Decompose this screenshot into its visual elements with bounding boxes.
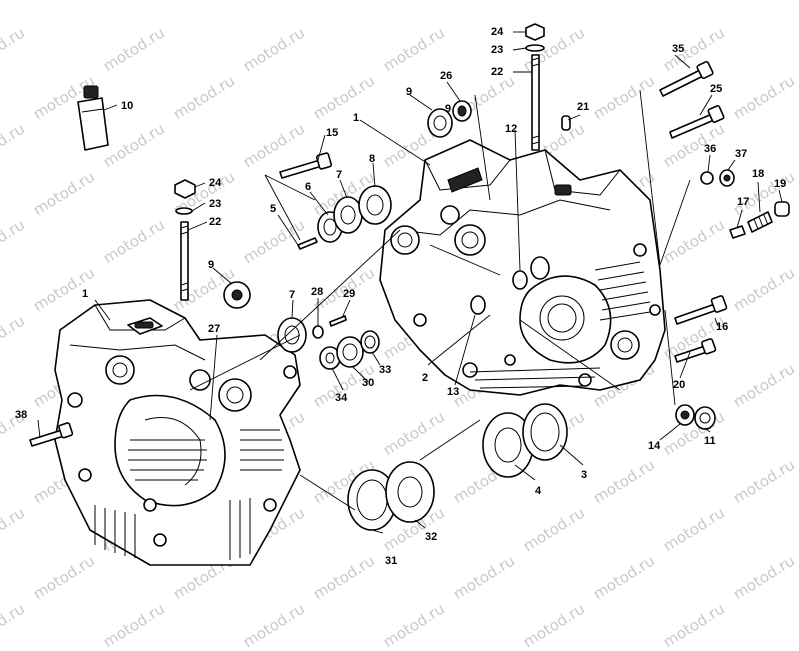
callout-3: 3: [581, 469, 587, 481]
callout-9-left: 9: [208, 259, 214, 271]
watermark-text: motod.ru: [0, 599, 28, 651]
callout-17: 17: [737, 196, 749, 208]
watermark-text: motod.ru: [660, 599, 728, 651]
callout-30: 30: [362, 377, 374, 389]
left-stud-assembly: [174, 179, 196, 301]
sealant-tube: [77, 85, 109, 151]
callout-10: 10: [121, 100, 133, 112]
left-crankcase-half: [54, 299, 301, 566]
callout-20: 20: [673, 379, 685, 391]
callout-31: 31: [385, 555, 397, 567]
bearings: [223, 100, 716, 531]
callout-12: 12: [505, 123, 517, 135]
callout-38: 38: [15, 409, 27, 421]
callout-16: 16: [716, 321, 728, 333]
callout-4: 4: [535, 485, 542, 497]
callout-9-upper: 9: [406, 86, 412, 98]
callout-15: 15: [326, 127, 338, 139]
callout-33: 33: [379, 364, 391, 376]
callout-36: 36: [704, 143, 716, 155]
callout-8: 8: [369, 153, 375, 165]
callout-24-right: 24: [491, 26, 504, 38]
callout-9-center: 9: [445, 103, 451, 115]
callout-1-right: 1: [353, 112, 359, 124]
callout-27: 27: [208, 323, 220, 335]
callout-leaders: [37, 31, 783, 534]
callout-37: 37: [735, 148, 747, 160]
callout-22-left: 22: [209, 216, 221, 228]
crankcase-exploded-diagram: 1 1 2 3 4 5 6 7 7 8 9 9 9 10 11 12 13 14…: [15, 23, 790, 567]
alignment-lines: [189, 89, 691, 511]
watermark-text: motod.ru: [240, 599, 308, 651]
callout-29: 29: [343, 288, 355, 300]
callout-13: 13: [447, 386, 459, 398]
callout-22-right: 22: [491, 66, 503, 78]
callout-19: 19: [774, 178, 786, 190]
callout-5: 5: [270, 203, 276, 215]
bolts: [29, 60, 728, 447]
callout-24-left: 24: [209, 177, 222, 189]
callout-1-left: 1: [82, 288, 88, 300]
callout-35: 35: [672, 43, 684, 55]
watermark-text: motod.ru: [380, 599, 448, 651]
right-crankcase-half: [379, 139, 666, 396]
callout-28: 28: [311, 286, 323, 298]
callout-18: 18: [752, 168, 764, 180]
callout-34: 34: [335, 392, 348, 404]
callout-23-left: 23: [209, 198, 221, 210]
callout-14: 14: [648, 440, 661, 452]
callout-32: 32: [425, 531, 437, 543]
diagram-stage: motod.ru motod.ru motod.ru motod.ru motod.ru…: [0, 23, 798, 651]
callout-7-lower: 7: [289, 289, 295, 301]
callout-labels: 1 1 2 3 4 5 6 7 7 8 9 9 9 10 11 12 13 14…: [15, 26, 786, 567]
watermark-text: motod.ru: [100, 599, 168, 651]
callout-26: 26: [440, 70, 452, 82]
callout-7-upper: 7: [336, 169, 342, 181]
callout-21: 21: [577, 101, 589, 113]
callout-11: 11: [704, 435, 716, 447]
callout-2: 2: [422, 372, 428, 384]
small-hardware: [297, 115, 790, 327]
callout-23-right: 23: [491, 44, 503, 56]
callout-25: 25: [710, 83, 722, 95]
right-stud-assembly: [525, 23, 545, 151]
watermark-text: motod.ru: [520, 599, 588, 651]
callout-6: 6: [305, 181, 311, 193]
